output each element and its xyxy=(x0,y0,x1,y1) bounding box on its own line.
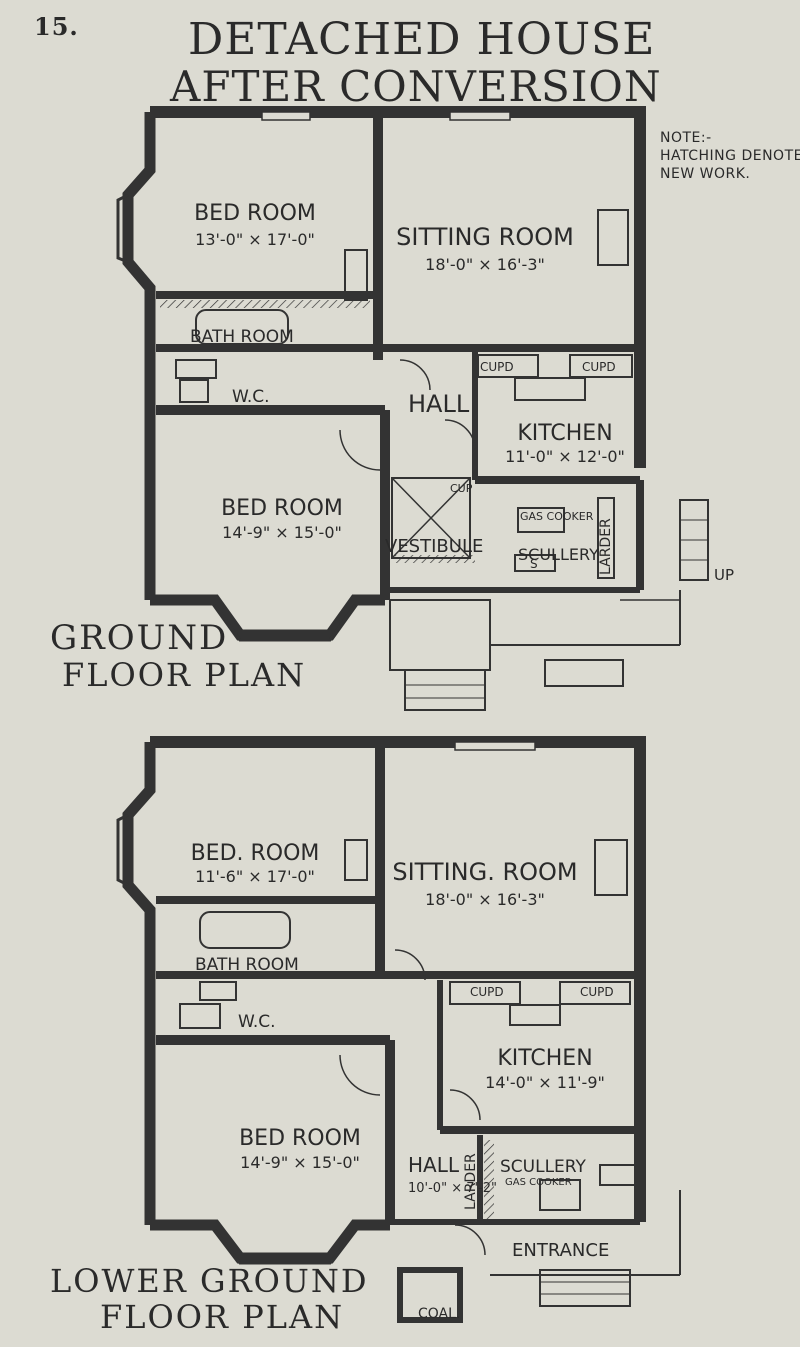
lg-hall-label: HALL xyxy=(408,1153,460,1177)
lg-sitting-room-size: 18'-0" × 16'-3" xyxy=(425,890,545,909)
lg-bed-room-2-size: 14'-9" × 15'-0" xyxy=(240,1153,360,1172)
gf-sitting-room-size: 18'-0" × 16'-3" xyxy=(425,255,545,274)
lg-bed-room-1-size: 11'-6" × 17'-0" xyxy=(195,867,315,886)
ground-floor-plan: BED ROOM 13'-0" × 17'-0" SITTING ROOM 18… xyxy=(116,106,734,711)
gf-cupd-right-label: CUPD xyxy=(582,360,616,374)
lg-wc-label: W.C. xyxy=(238,1012,276,1032)
lg-scullery-label: SCULLERY xyxy=(500,1157,587,1177)
gf-sink-label: S xyxy=(530,557,538,571)
lg-entrance-label: ENTRANCE xyxy=(512,1240,609,1261)
lower-plan-title-line-1: LOWER GROUND xyxy=(50,1262,369,1300)
note-line-hatching: HATCHING DENOTE xyxy=(660,148,800,164)
gf-bed-room-2-label: BED ROOM xyxy=(221,496,343,521)
gf-gas-cooker-label: GAS COOKER xyxy=(520,510,594,523)
lg-larder-label: LARDER xyxy=(463,1153,479,1210)
gf-bath-room-label: BATH ROOM xyxy=(190,327,294,347)
gf-hall-label: HALL xyxy=(408,390,470,418)
lg-bed-room-1-label: BED. ROOM xyxy=(191,841,320,866)
gf-bed-room-1-size: 13'-0" × 17'-0" xyxy=(195,230,315,249)
gf-kitchen-label: KITCHEN xyxy=(517,421,612,446)
ground-plan-title-line-2: FLOOR PLAN xyxy=(62,656,307,694)
lg-bath-room-label: BATH ROOM xyxy=(195,955,299,975)
gf-kitchen-size: 11'-0" × 12'-0" xyxy=(505,447,625,466)
note-line-new-work: NEW WORK. xyxy=(660,166,751,182)
note-heading: NOTE:- xyxy=(660,130,712,146)
gf-bed-room-2-size: 14'-9" × 15'-0" xyxy=(222,523,342,542)
gf-up-label: UP xyxy=(714,566,734,584)
gf-sitting-room-label: SITTING ROOM xyxy=(396,223,574,251)
lg-gas-cooker-label: GAS COOKER xyxy=(505,1177,572,1188)
lower-ground-floor-plan: BED. ROOM 11'-6" × 17'-0" SITTING. ROOM … xyxy=(116,736,681,1323)
lg-cupd-left-label: CUPD xyxy=(470,985,504,999)
lg-kitchen-size: 14'-0" × 11'-9" xyxy=(485,1073,605,1092)
ground-plan-title-line-1: GROUND xyxy=(50,618,229,658)
gf-larder-label: LARDER xyxy=(598,518,614,575)
lg-cupd-right-label: CUPD xyxy=(580,985,614,999)
lg-hall-size: 10'-0" × 7'-2" xyxy=(408,1181,497,1196)
title-line-2: AFTER CONVERSION xyxy=(170,62,662,111)
gf-vestibule-label: VESTIBULE xyxy=(385,536,483,557)
gf-cupd-left-label: CUPD xyxy=(480,360,514,374)
lg-kitchen-label: KITCHEN xyxy=(497,1046,592,1071)
page-number: 15. xyxy=(34,12,79,41)
gf-cup-stair-label: CUP xyxy=(450,482,473,495)
lg-sitting-room-label: SITTING. ROOM xyxy=(392,858,577,886)
lg-bed-room-2-label: BED ROOM xyxy=(239,1126,361,1151)
lg-coal-label: COAL. xyxy=(418,1306,460,1322)
gf-scullery-label: SCULLERY xyxy=(518,545,599,564)
title-line-1: DETACHED HOUSE xyxy=(188,14,656,65)
gf-bed-room-1-label: BED ROOM xyxy=(194,201,316,226)
lower-plan-title-line-2: FLOOR PLAN xyxy=(100,1298,345,1336)
gf-wc-label: W.C. xyxy=(232,387,270,407)
